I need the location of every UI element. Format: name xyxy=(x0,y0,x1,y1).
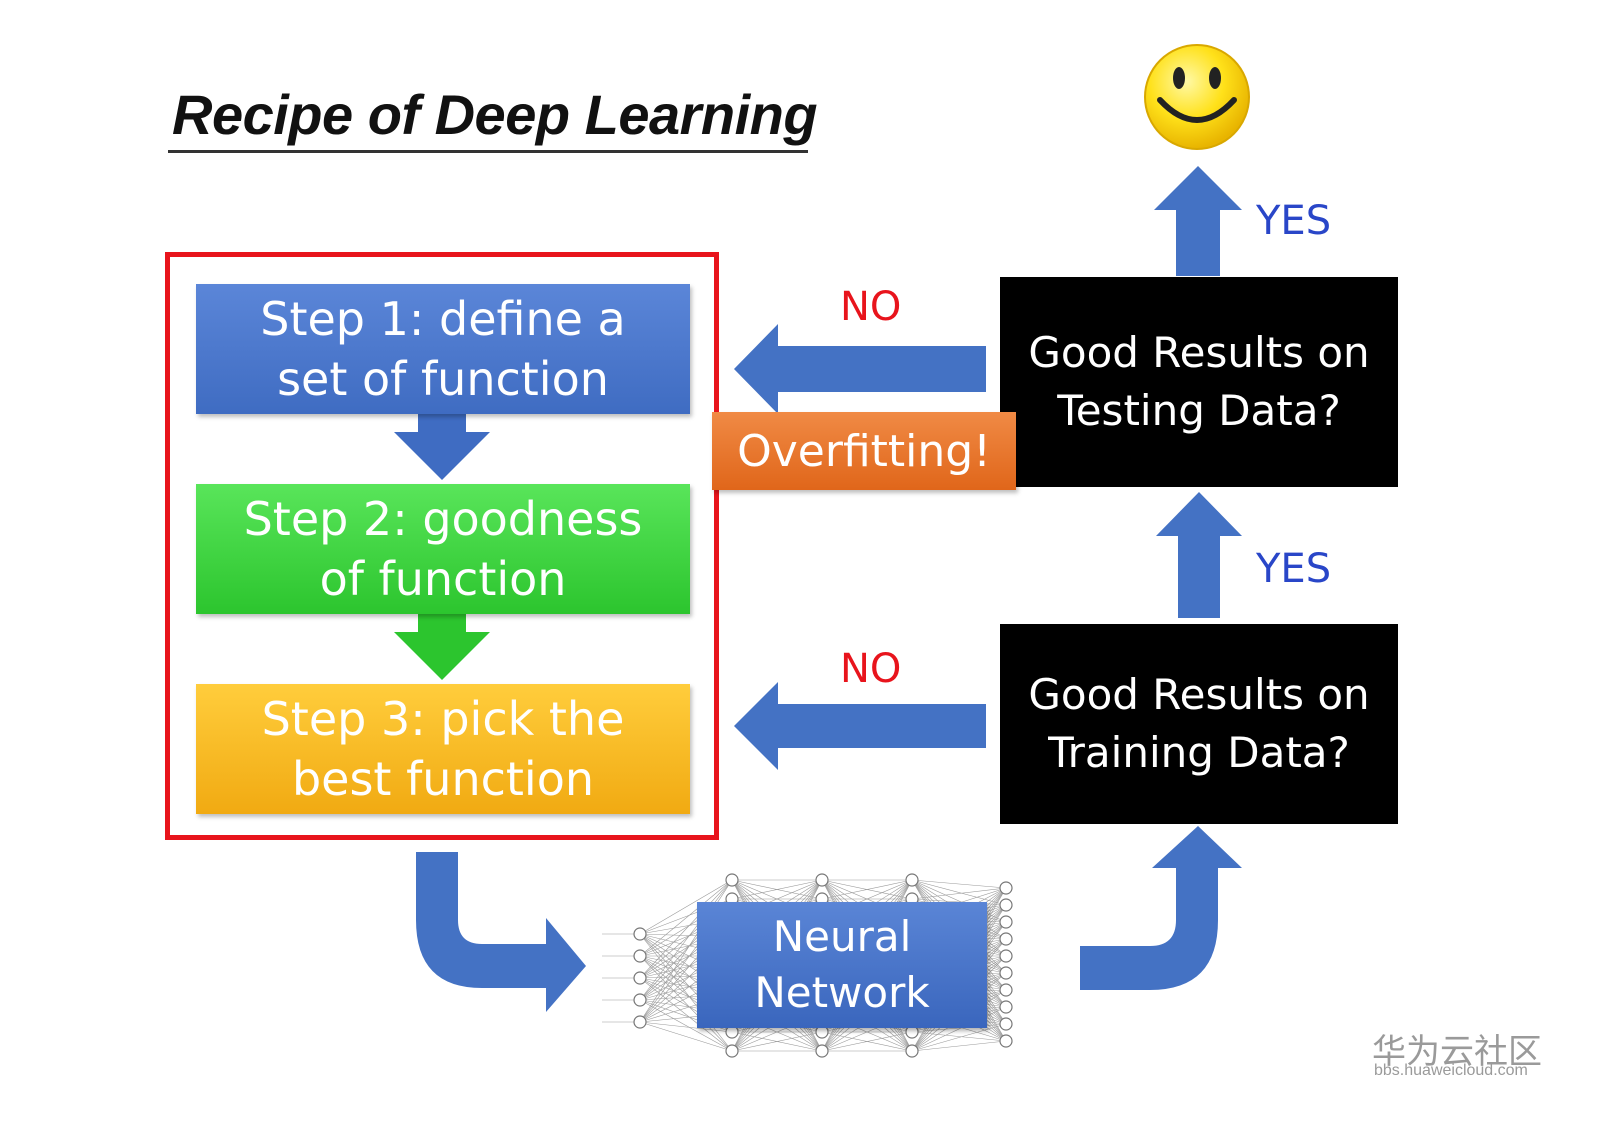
neural-network-label: Neural Network xyxy=(754,912,930,1017)
smiley-face-icon xyxy=(1144,44,1250,150)
watermark-url: bbs.huaweicloud.com xyxy=(1374,1062,1528,1079)
arrow-yes-testing xyxy=(1154,166,1242,276)
step1-box: Step 1: define a set of function xyxy=(196,284,690,414)
arrow-box-to-network xyxy=(416,852,586,1012)
no-label-training: NO xyxy=(840,646,902,692)
overfitting-label: Overfitting! xyxy=(737,425,991,477)
testing-data-label: Good Results on Testing Data? xyxy=(1028,328,1370,435)
step3-box: Step 3: pick the best function xyxy=(196,684,690,814)
diagram-title: Recipe of Deep Learning xyxy=(172,83,818,146)
step1-label: Step 1: define a set of function xyxy=(260,292,626,406)
arrow-no-testing xyxy=(734,324,986,414)
yes-label-testing: YES xyxy=(1256,198,1332,244)
arrow-network-to-training xyxy=(1080,826,1242,990)
no-label-testing: NO xyxy=(840,284,902,330)
steps-frame xyxy=(165,252,719,840)
neural-network-box: Neural Network xyxy=(697,902,987,1028)
overfitting-badge: Overfitting! xyxy=(712,412,1016,490)
title-underline xyxy=(168,150,808,153)
yes-label-training: YES xyxy=(1256,546,1332,592)
watermark-name: 华为云社区 xyxy=(1372,1032,1542,1072)
step2-label: Step 2: goodness of function xyxy=(243,492,643,606)
training-data-label: Good Results on Training Data? xyxy=(1028,670,1370,777)
arrow-yes-training xyxy=(1156,492,1242,618)
training-data-decision: Good Results on Training Data? xyxy=(1000,624,1398,824)
step2-box: Step 2: goodness of function xyxy=(196,484,690,614)
arrow-step1-to-step2 xyxy=(394,412,490,480)
testing-data-decision: Good Results on Testing Data? xyxy=(1000,277,1398,487)
arrow-step2-to-step3 xyxy=(394,612,490,680)
step3-label: Step 3: pick the best function xyxy=(261,692,625,806)
arrow-no-training xyxy=(734,682,986,770)
